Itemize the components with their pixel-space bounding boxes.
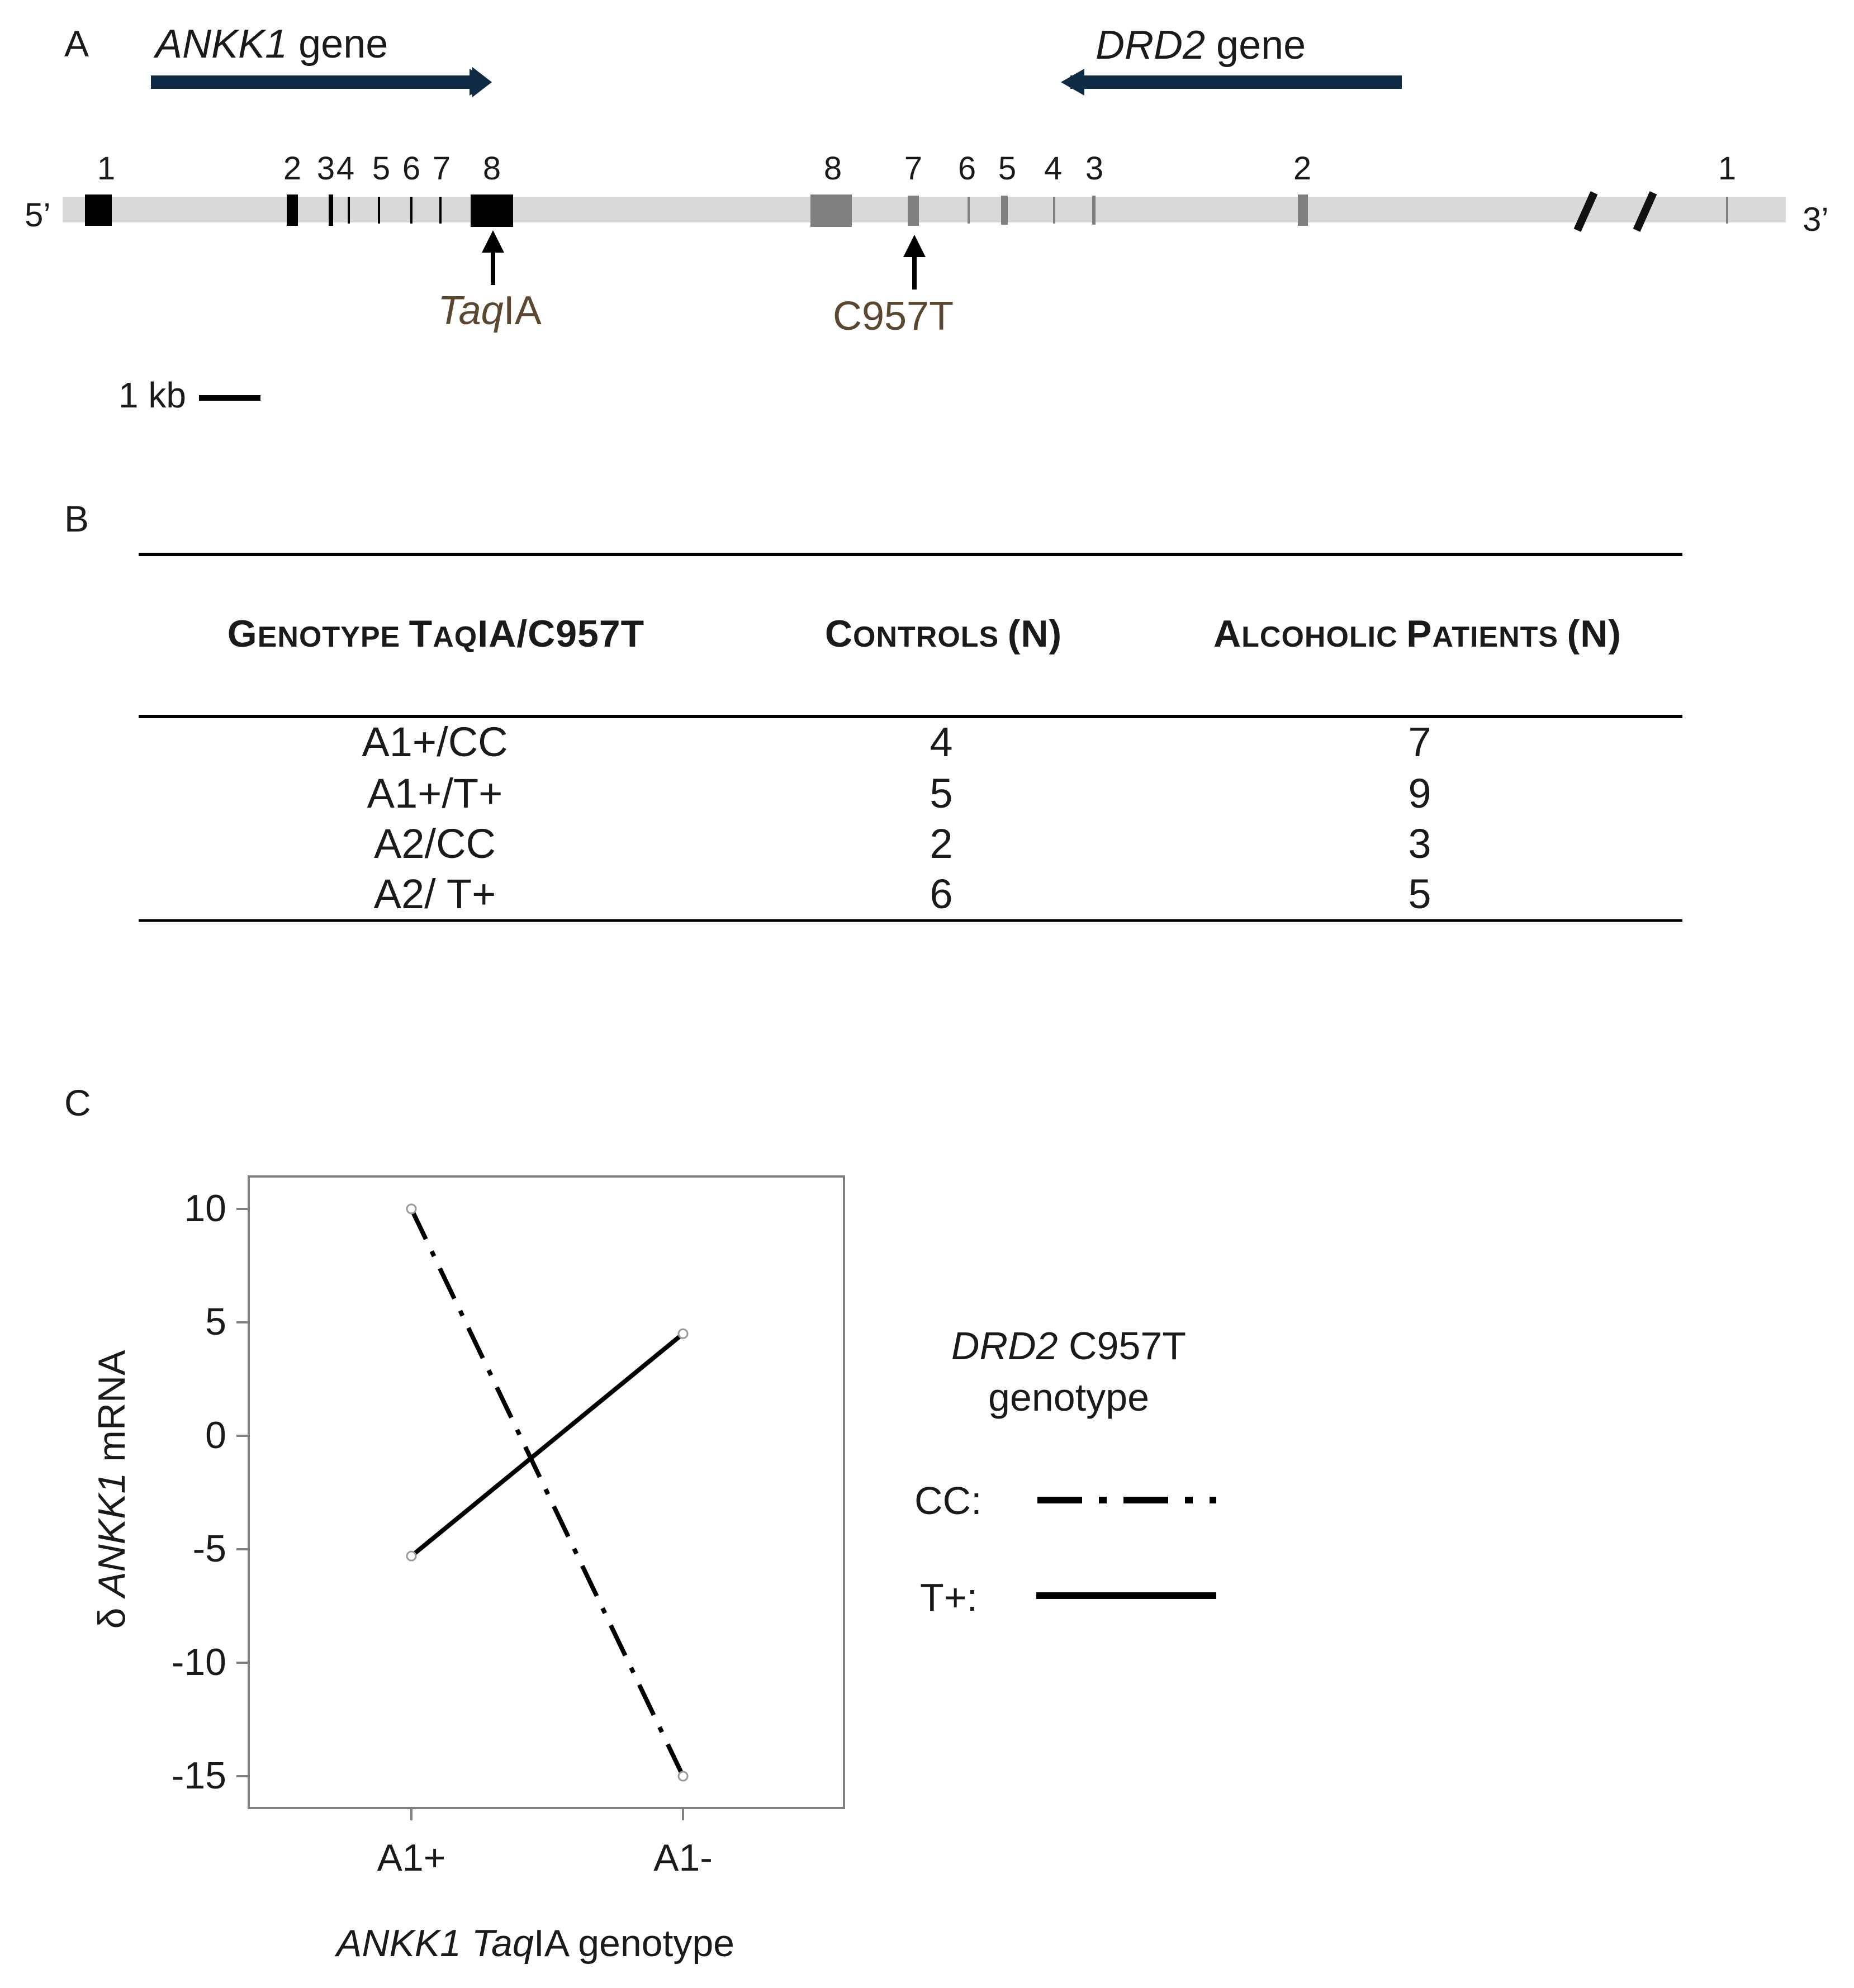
table-cell-genotype: A1+/T+ [367, 770, 503, 817]
table-cell-patients: 3 [1408, 820, 1431, 867]
panel-b-letter: B [64, 498, 89, 539]
ankk1-exon-number: 5 [372, 150, 391, 187]
table-cell-patients: 5 [1408, 871, 1431, 917]
legend-label-cc: CC: [914, 1479, 982, 1522]
y-tick-label: -15 [171, 1754, 226, 1797]
header-patients: ALCOHOLIC PATIENTS (N) [1213, 613, 1621, 655]
y-axis-title: δ ANKK1 mRNA [91, 1350, 133, 1629]
drd2-arrowhead [1061, 69, 1084, 96]
table-cell-controls: 5 [930, 770, 953, 817]
drd2-exon-6 [968, 197, 970, 224]
panel-a-letter: A [64, 23, 89, 64]
ankk1-exon-6 [410, 197, 412, 224]
x-tick-label: A1- [653, 1837, 713, 1879]
ankk1-exon-7 [439, 197, 442, 224]
x-axis-title: ANKK1 TaqIA genotype [336, 1922, 735, 1965]
table-cell-genotype: A1+/CC [362, 719, 508, 765]
drd2-exon-2 [1298, 194, 1308, 226]
ankk1-gene-label: ANKK1 gene [155, 22, 388, 67]
five-prime-label: 5’ [25, 196, 51, 234]
ankk1-exon-4 [348, 197, 350, 224]
ankk1-exon-5 [378, 197, 380, 224]
plot-frame [248, 1175, 845, 1809]
ankk1-exon-2 [287, 194, 298, 226]
y-tick-label: 5 [205, 1301, 226, 1343]
drd2-exon-number: 8 [823, 150, 842, 187]
series-line-cc [409, 1208, 685, 1777]
drd2-exon-number: 4 [1044, 150, 1063, 187]
drd2-exon-3 [1092, 196, 1096, 225]
drd2-gene-label: DRD2 gene [1096, 23, 1306, 68]
data-point [677, 1771, 689, 1782]
data-point [406, 1550, 417, 1562]
drd2-exon-5 [1001, 196, 1008, 225]
table-cell-controls: 4 [930, 719, 953, 765]
data-point [677, 1328, 689, 1339]
break-mark-2 [1633, 191, 1657, 232]
y-tick-label: -10 [171, 1641, 226, 1683]
ankk1-exon-number: 8 [482, 150, 501, 187]
break-mark-1 [1573, 191, 1598, 232]
drd2-exon-7 [908, 196, 919, 226]
data-point [406, 1203, 417, 1214]
table-rules [139, 553, 1682, 922]
ankk1-exon-number: 4 [336, 150, 355, 187]
legend-title: DRD2 C957T genotype [951, 1324, 1187, 1419]
ankk1-exon-number: 6 [402, 150, 421, 187]
y-tick-label: -5 [192, 1527, 226, 1570]
c957t-snp-label: C957T [832, 294, 954, 339]
drd2-exon-4 [1053, 197, 1055, 224]
drd2-exon-number: 7 [904, 150, 923, 187]
panel-c-letter: C [64, 1082, 91, 1123]
header-genotype: GENOTYPE TAQIA/C957T [227, 613, 645, 655]
table-cell-genotype: A2/CC [374, 820, 496, 867]
ankk1-exon-number: 2 [283, 150, 302, 187]
taqia-snp-label: TaqIA [438, 288, 542, 333]
ankk1-exon-number: 7 [432, 150, 451, 187]
drd2-exon-number: 2 [1293, 150, 1312, 187]
gene-map [63, 67, 1786, 401]
drd2-exon-number: 1 [1718, 150, 1737, 187]
legend-swatches [1036, 1497, 1216, 1599]
table-cell-patients: 7 [1408, 719, 1431, 765]
three-prime-label: 3’ [1803, 201, 1829, 238]
ankk1-exon-1 [85, 194, 112, 226]
drd2-exon-number: 3 [1085, 150, 1104, 187]
x-tick-label: A1+ [377, 1837, 446, 1879]
header-controls: CONTROLS (N) [824, 613, 1063, 655]
ankk1-exon-number: 3 [316, 150, 335, 187]
table-cell-genotype: A2/ T+ [373, 871, 496, 917]
drd2-exon-number: 5 [998, 150, 1017, 187]
y-tick-label: 10 [184, 1187, 226, 1230]
scale-bar-label: 1 kb [118, 375, 186, 415]
legend-label-tplus: T+: [920, 1576, 978, 1619]
y-tick-label: 0 [205, 1414, 226, 1456]
ankk1-exon-3 [329, 194, 333, 226]
table-cell-controls: 6 [930, 871, 953, 917]
table-cell-controls: 2 [930, 820, 953, 867]
ankk1-exon-number: 1 [97, 150, 116, 187]
drd2-exon-8 [810, 194, 852, 227]
series-line-tplus [410, 1332, 685, 1558]
table-cell-patients: 9 [1408, 770, 1431, 817]
drd2-exon-number: 6 [957, 150, 976, 187]
drd2-exon-1 [1726, 197, 1728, 224]
ankk1-exon-8 [471, 194, 513, 227]
